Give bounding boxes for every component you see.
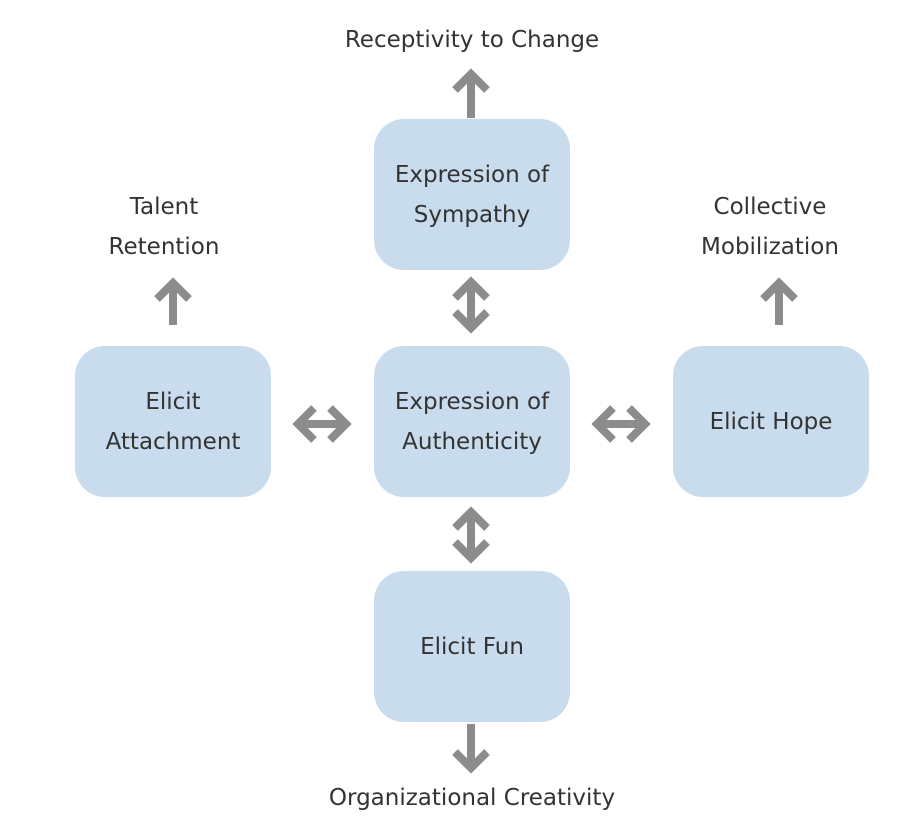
outcome-receptivity-to-change: Receptivity to Change [344, 27, 600, 53]
arrow-up-icon [760, 277, 798, 325]
node-label: Elicit Hope [709, 408, 833, 435]
double-arrow-vertical-icon [452, 506, 490, 564]
node-elicit-hope: Elicit Hope [673, 346, 869, 497]
arrow-down-icon [452, 724, 490, 774]
node-expression-of-authenticity: Expression of Authenticity [374, 346, 570, 497]
arrow-up-icon [452, 68, 490, 118]
double-arrow-vertical-icon [452, 276, 490, 334]
node-expression-of-sympathy: Expression of Sympathy [374, 119, 570, 270]
double-arrow-horizontal-icon [591, 405, 651, 443]
outcome-organizational-creativity: Organizational Creativity [328, 785, 616, 811]
node-elicit-attachment: Elicit Attachment [75, 346, 271, 497]
outcome-talent-retention: Talent Retention [108, 194, 220, 260]
outcome-collective-mobilization: Collective Mobilization [701, 194, 839, 260]
arrow-up-icon [154, 277, 192, 325]
node-label: Elicit Fun [420, 633, 524, 660]
node-label: Elicit Attachment [105, 388, 241, 455]
node-label: Expression of Sympathy [394, 161, 550, 228]
node-label: Expression of Authenticity [394, 388, 550, 455]
double-arrow-horizontal-icon [292, 405, 352, 443]
node-elicit-fun: Elicit Fun [374, 571, 570, 722]
